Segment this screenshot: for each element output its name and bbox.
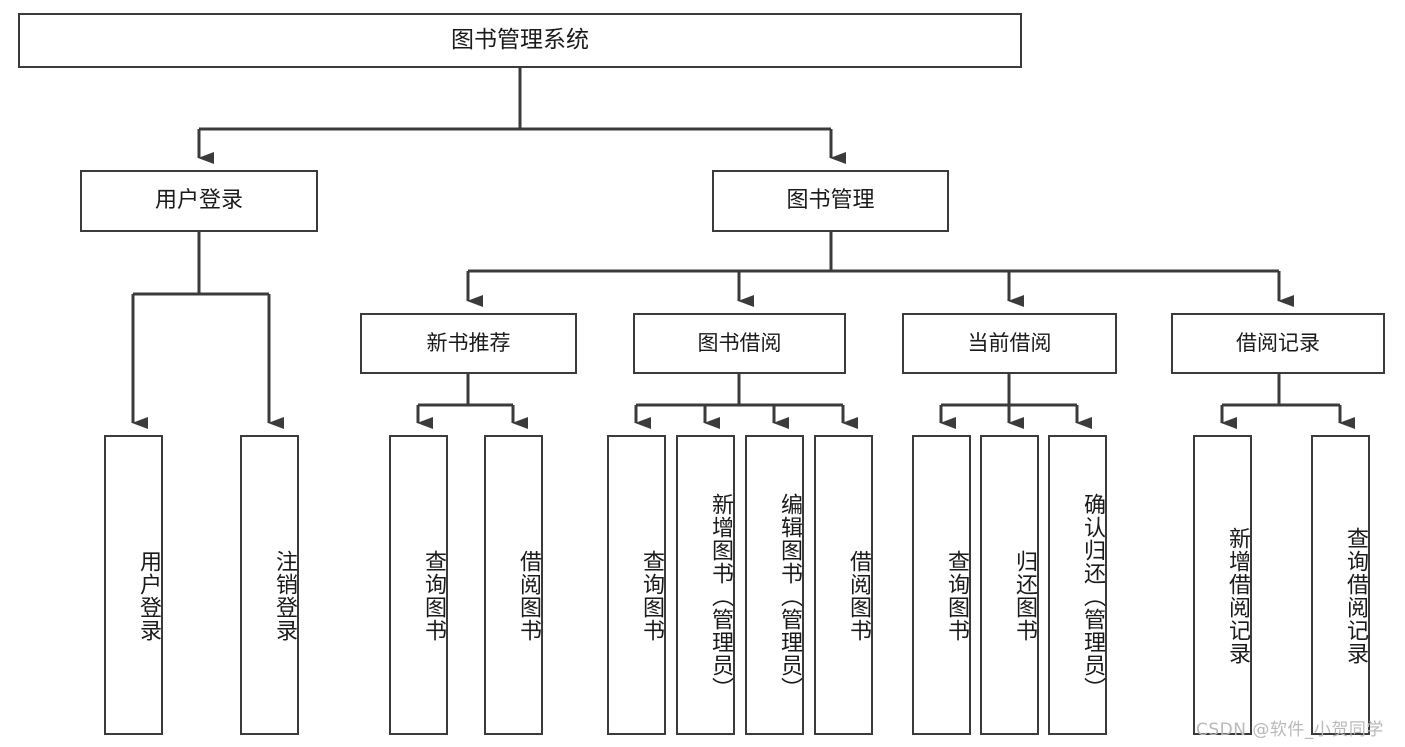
node-leaf-user-logout[interactable]: 注销登录 (240, 435, 299, 735)
node-leaf-confirm-return-label: 确认归还（管理员） (1080, 492, 1105, 700)
node-borrow-record[interactable]: 借阅记录 (1171, 313, 1385, 374)
node-leaf-query-book-1-label: 查询图书 (421, 550, 446, 642)
node-leaf-user-login[interactable]: 用户登录 (104, 435, 163, 735)
node-leaf-add-record-label: 新增借阅记录 (1225, 527, 1250, 665)
node-leaf-user-login-label: 用户登录 (136, 550, 161, 642)
node-leaf-query-book-3[interactable]: 查询图书 (912, 435, 971, 735)
node-leaf-query-record[interactable]: 查询借阅记录 (1311, 435, 1370, 735)
node-leaf-borrow-book-1-label: 借阅图书 (516, 550, 541, 642)
node-leaf-confirm-return[interactable]: 确认归还（管理员） (1048, 435, 1107, 735)
node-root-label: 图书管理系统 (451, 26, 589, 53)
node-leaf-query-book-3-label: 查询图书 (944, 550, 969, 642)
node-current-borrow-label: 当前借阅 (967, 331, 1052, 356)
node-root[interactable]: 图书管理系统 (18, 13, 1022, 68)
node-leaf-add-record[interactable]: 新增借阅记录 (1193, 435, 1252, 735)
node-leaf-user-logout-label: 注销登录 (272, 550, 297, 642)
node-leaf-query-book-2[interactable]: 查询图书 (607, 435, 666, 735)
node-book-manage[interactable]: 图书管理 (712, 170, 949, 232)
node-leaf-query-record-label: 查询借阅记录 (1343, 527, 1368, 665)
node-book-borrow[interactable]: 图书借阅 (633, 313, 846, 374)
node-new-book-recommend[interactable]: 新书推荐 (360, 313, 577, 374)
node-leaf-return-book[interactable]: 归还图书 (980, 435, 1039, 735)
node-user-login[interactable]: 用户登录 (80, 170, 318, 232)
node-leaf-edit-book-label: 编辑图书（管理员） (777, 492, 802, 700)
node-leaf-borrow-book-2[interactable]: 借阅图书 (814, 435, 873, 735)
node-leaf-query-book-2-label: 查询图书 (639, 550, 664, 642)
node-book-manage-label: 图书管理 (786, 188, 875, 214)
node-current-borrow[interactable]: 当前借阅 (902, 313, 1117, 374)
node-leaf-return-book-label: 归还图书 (1012, 550, 1037, 642)
node-leaf-add-book-label: 新增图书（管理员） (708, 492, 733, 700)
node-leaf-query-book-1[interactable]: 查询图书 (389, 435, 448, 735)
node-user-login-label: 用户登录 (154, 188, 243, 214)
node-leaf-add-book[interactable]: 新增图书（管理员） (676, 435, 735, 735)
node-new-book-recommend-label: 新书推荐 (426, 331, 511, 356)
node-borrow-record-label: 借阅记录 (1236, 331, 1320, 356)
node-leaf-edit-book[interactable]: 编辑图书（管理员） (745, 435, 804, 735)
node-leaf-borrow-book-2-label: 借阅图书 (846, 550, 871, 642)
node-leaf-borrow-book-1[interactable]: 借阅图书 (484, 435, 543, 735)
node-book-borrow-label: 图书借阅 (697, 331, 782, 356)
